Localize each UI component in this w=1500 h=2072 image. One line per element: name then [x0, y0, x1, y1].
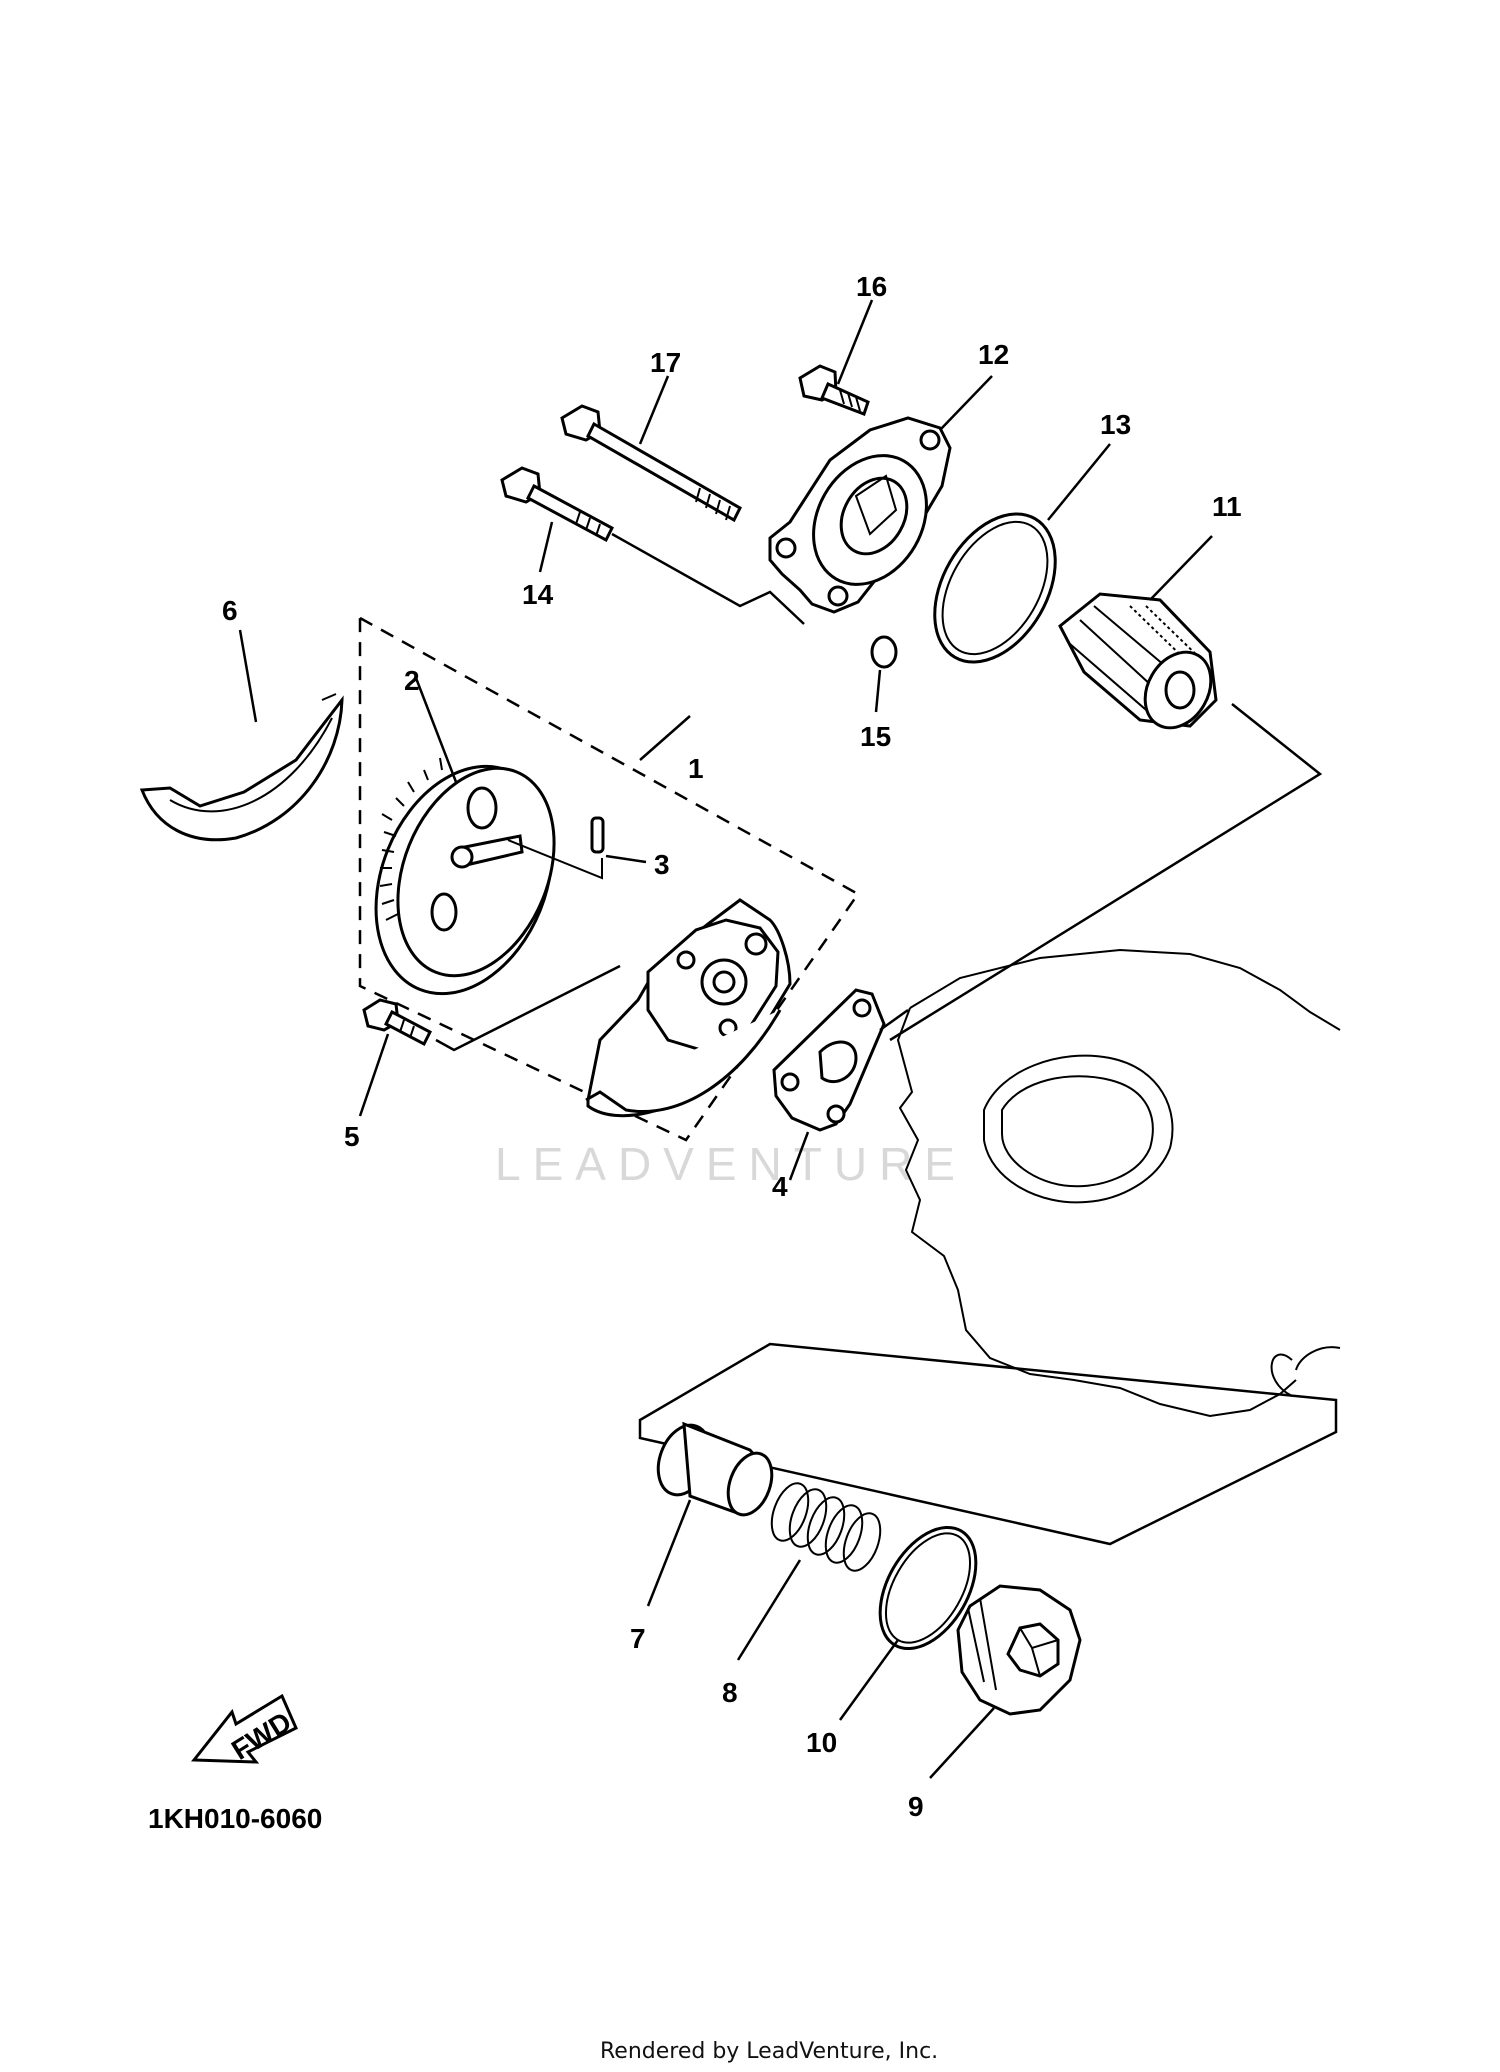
leader-7 — [646, 1499, 692, 1607]
leader-12 — [939, 375, 993, 431]
o-ring-13-inner — [941, 520, 1049, 656]
part-12-filter-cover[interactable] — [768, 416, 952, 614]
callout-4: 4 — [772, 1171, 788, 1202]
part-3-pin[interactable] — [590, 816, 605, 854]
part-7-relief-valve-plunger[interactable] — [649, 1418, 780, 1521]
callout-3: 3 — [654, 849, 670, 880]
leader-3 — [605, 854, 647, 864]
leader-14 — [538, 521, 554, 573]
part-17-long-bolt[interactable] — [560, 404, 742, 523]
fwd-arrow-icon: FWD — [190, 1693, 298, 1766]
part-15-o-ring[interactable] — [870, 635, 898, 669]
part-6-oil-strainer-cover[interactable] — [139, 693, 344, 842]
leader-2 — [414, 677, 458, 783]
leader-4 — [788, 1131, 810, 1181]
leader-15 — [874, 669, 882, 713]
lower-assembly-lines — [638, 1342, 1338, 1546]
part-2-oil-pump-gear[interactable] — [344, 740, 584, 1020]
leader-9 — [929, 1707, 995, 1779]
o-ring-10-inner — [884, 1532, 972, 1644]
part-14-bolt[interactable] — [500, 466, 614, 543]
callout-17: 17 — [650, 347, 681, 378]
assembly-1-boundary — [358, 615, 860, 1142]
line-5-to-pump — [435, 964, 621, 1052]
callout-7: 7 — [630, 1623, 646, 1654]
callout-1: 1 — [688, 753, 704, 784]
leader-17 — [638, 375, 670, 445]
callout-12: 12 — [978, 339, 1009, 370]
footer-credit: Rendered by LeadVenture, Inc. — [600, 2039, 938, 2064]
part-9-drain-plug[interactable] — [956, 1584, 1082, 1716]
part-13-o-ring[interactable] — [910, 493, 1080, 684]
leader-11 — [1149, 535, 1213, 601]
crankcase-outline — [896, 948, 1341, 1418]
diagram-code: 1KH010-6060 — [148, 1803, 322, 1834]
part-11-oil-filter[interactable] — [1058, 592, 1224, 740]
callout-13: 13 — [1100, 409, 1131, 440]
leader-16 — [836, 299, 874, 385]
callout-5: 5 — [344, 1121, 360, 1152]
callout-14: 14 — [522, 579, 554, 610]
part-4-gasket[interactable] — [772, 988, 886, 1132]
leader-13 — [1047, 443, 1111, 521]
callout-11: 11 — [1212, 491, 1242, 522]
callout-15: 15 — [860, 721, 891, 752]
leader-5 — [358, 1033, 390, 1117]
callout-10: 10 — [806, 1727, 837, 1758]
part-16-bolt[interactable] — [798, 364, 870, 416]
callout-16: 16 — [856, 271, 887, 302]
leader-1 — [639, 715, 691, 761]
part-5-screw[interactable] — [362, 998, 432, 1047]
oil-pump-body[interactable] — [585, 898, 792, 1118]
leader-8 — [736, 1559, 802, 1661]
line-4-to-crankcase — [879, 1008, 909, 1032]
leader-6 — [238, 629, 258, 723]
part-8-spring[interactable] — [765, 1478, 888, 1575]
callout-9: 9 — [908, 1791, 924, 1822]
line-11-to-crankcase — [889, 703, 1323, 1042]
callout-8: 8 — [722, 1677, 738, 1708]
watermark: LEADVENTURE — [495, 1138, 967, 1190]
callout-6: 6 — [222, 595, 238, 626]
line-3-to-gear — [507, 839, 603, 880]
leader-10 — [838, 1639, 900, 1721]
callout-2: 2 — [404, 665, 420, 696]
line-14-to-housing — [611, 532, 805, 625]
